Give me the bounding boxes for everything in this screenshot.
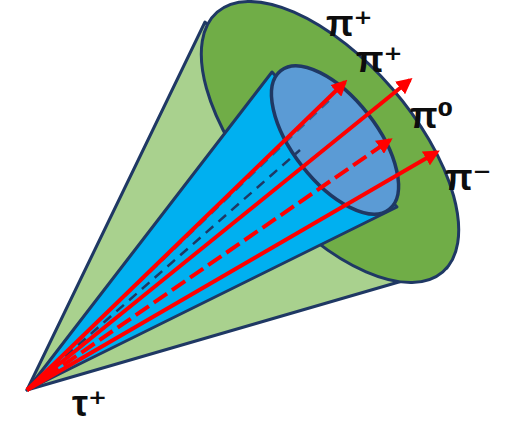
pion-arrow: [27, 152, 437, 390]
pion-arrow: [27, 140, 390, 390]
pion-label: π⁺: [326, 6, 373, 42]
tau-label: τ⁺: [72, 386, 107, 422]
pion-arrow: [27, 80, 410, 390]
hidden-edge: [27, 150, 300, 390]
pion-label: π⁻: [445, 160, 492, 196]
pion-label: π⁺: [356, 42, 403, 78]
pion-label: π⁰: [410, 98, 453, 134]
pion-arrow: [27, 82, 345, 390]
